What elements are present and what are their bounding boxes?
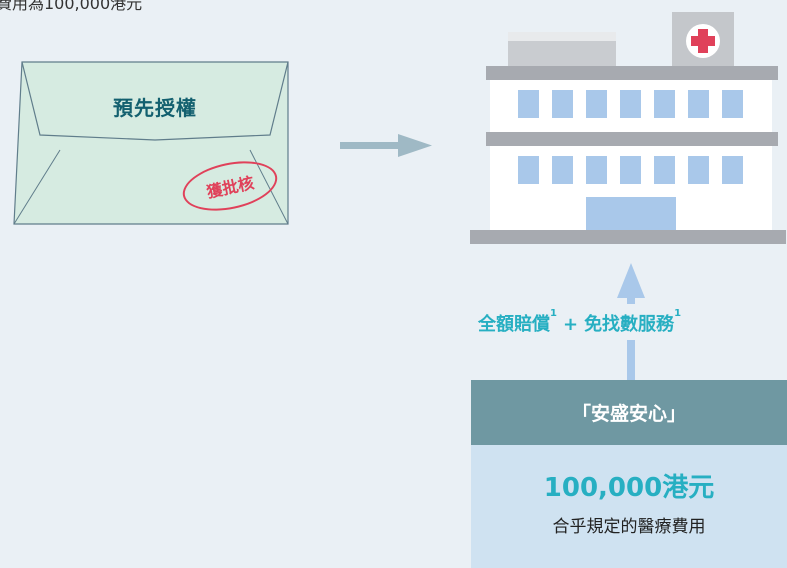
red-cross-icon bbox=[686, 24, 720, 58]
plus-sign: + bbox=[562, 314, 579, 335]
flow-label: 全額賠償1+免找數服務1 bbox=[478, 308, 778, 336]
top-caption: 療費用為100,000港元 bbox=[0, 0, 143, 13]
cashless-service-label: 免找數服務 bbox=[584, 314, 675, 335]
plan-amount: 100,000港元 bbox=[543, 473, 715, 503]
footnote-1: 1 bbox=[550, 308, 557, 319]
plan-name: 「安盛安心」 bbox=[471, 380, 787, 445]
plan-box: 「安盛安心」 100,000港元 合乎規定的醫療費用 bbox=[471, 380, 787, 568]
envelope-title: 預先授權 bbox=[113, 96, 197, 120]
full-compensation-label: 全額賠償 bbox=[478, 314, 550, 335]
plan-description: 合乎規定的醫療費用 bbox=[552, 517, 706, 537]
footnote-2: 1 bbox=[674, 308, 682, 319]
